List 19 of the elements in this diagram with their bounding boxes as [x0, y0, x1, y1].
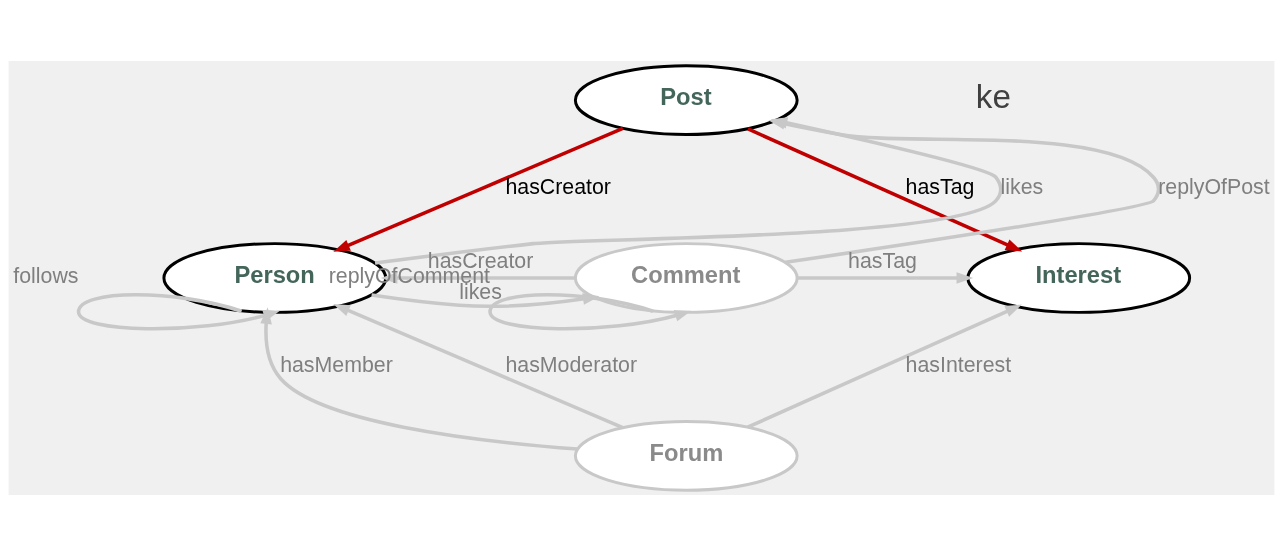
edge-label: follows: [13, 264, 79, 289]
edge-label: replyOfPost: [1158, 175, 1270, 200]
node-ellipse: Post: [573, 64, 799, 136]
edge-label: hasInterest: [905, 353, 1012, 378]
arrow: [746, 304, 1022, 429]
edge-label: hasCreator: [505, 175, 611, 200]
arrow: [333, 126, 624, 252]
edge-label: hasMember: [280, 353, 393, 378]
edge-label: likes: [1000, 175, 1044, 200]
arrow: [333, 304, 624, 430]
edge-label: hasTag: [848, 248, 917, 273]
arrow: [747, 127, 1023, 252]
node-ellipse: Forum: [573, 420, 799, 492]
node-ellipse: Comment: [573, 242, 799, 314]
edge-label: hasModerator: [505, 353, 638, 378]
arrow: [797, 272, 974, 284]
node-ellipse: Interest: [966, 242, 1192, 314]
label: ke: [975, 78, 1011, 116]
edge-label: hasTag: [905, 175, 975, 200]
